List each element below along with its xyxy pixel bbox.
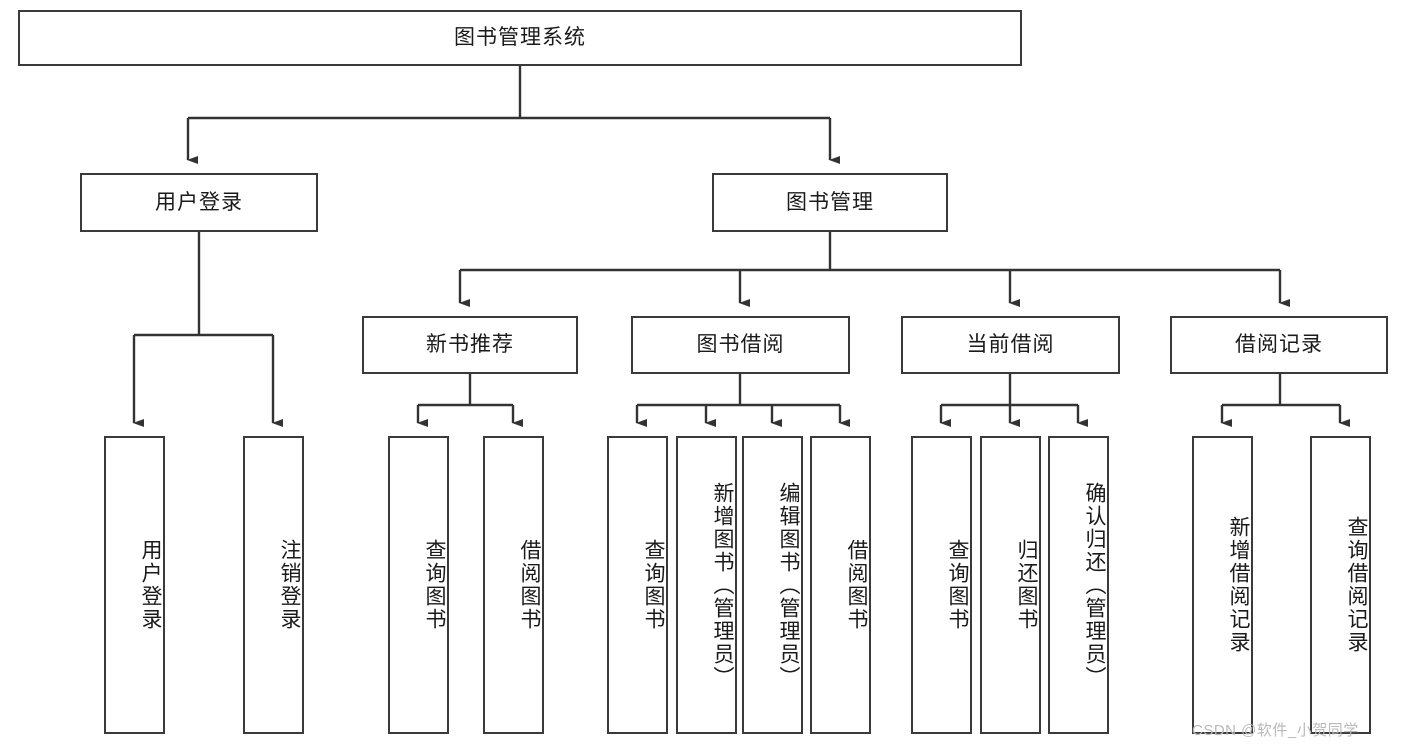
node-label: 新书推荐 [426, 333, 514, 357]
node-book-borrow[interactable]: 图书借阅 [631, 316, 850, 374]
leaf-query-borrow-record[interactable]: 查询借阅记录 [1310, 436, 1371, 734]
watermark-text: CSDN @软件_小贺同学 [1192, 722, 1359, 739]
node-label: 图书管理 [786, 190, 874, 214]
leaf-add-book[interactable]: 新增图书（管理员） [676, 436, 737, 734]
node-label: 借阅图书 [518, 539, 541, 631]
node-label: 用户登录 [139, 539, 162, 631]
leaf-user-login[interactable]: 用户登录 [104, 436, 165, 734]
node-book-manage[interactable]: 图书管理 [712, 173, 948, 232]
node-label: 编辑图书（管理员） [777, 481, 800, 689]
leaf-logout-login[interactable]: 注销登录 [243, 436, 304, 734]
node-root-title[interactable]: 图书管理系统 [18, 10, 1022, 66]
node-label: 注销登录 [278, 539, 301, 631]
node-label: 图书管理系统 [454, 26, 586, 50]
node-label: 新增图书（管理员） [711, 481, 734, 689]
node-new-book-recommend[interactable]: 新书推荐 [362, 316, 578, 374]
node-label: 新增借阅记录 [1227, 516, 1250, 654]
leaf-query-book-current[interactable]: 查询图书 [911, 436, 972, 734]
node-label: 借阅图书 [845, 539, 868, 631]
leaf-return-book[interactable]: 归还图书 [980, 436, 1041, 734]
node-label: 图书借阅 [696, 333, 785, 357]
node-label: 当前借阅 [966, 333, 1055, 357]
node-label: 查询图书 [946, 539, 969, 631]
node-label: 借阅记录 [1235, 333, 1323, 357]
node-current-borrow[interactable]: 当前借阅 [901, 316, 1120, 374]
node-label: 查询图书 [642, 539, 665, 631]
leaf-query-book-borrow[interactable]: 查询图书 [607, 436, 668, 734]
node-label: 查询图书 [423, 539, 446, 631]
node-label: 确认归还（管理员） [1083, 481, 1106, 689]
node-user-login[interactable]: 用户登录 [80, 173, 318, 232]
node-label: 查询借阅记录 [1345, 516, 1368, 654]
leaf-query-book-recommend[interactable]: 查询图书 [388, 436, 449, 734]
leaf-edit-book[interactable]: 编辑图书（管理员） [742, 436, 803, 734]
leaf-add-borrow-record[interactable]: 新增借阅记录 [1192, 436, 1253, 734]
node-borrow-record[interactable]: 借阅记录 [1170, 316, 1388, 374]
leaf-borrow-book[interactable]: 借阅图书 [810, 436, 871, 734]
leaf-borrow-book-recommend[interactable]: 借阅图书 [483, 436, 544, 734]
leaf-confirm-return[interactable]: 确认归还（管理员） [1048, 436, 1109, 734]
node-label: 归还图书 [1015, 539, 1038, 631]
node-label: 用户登录 [155, 190, 243, 214]
